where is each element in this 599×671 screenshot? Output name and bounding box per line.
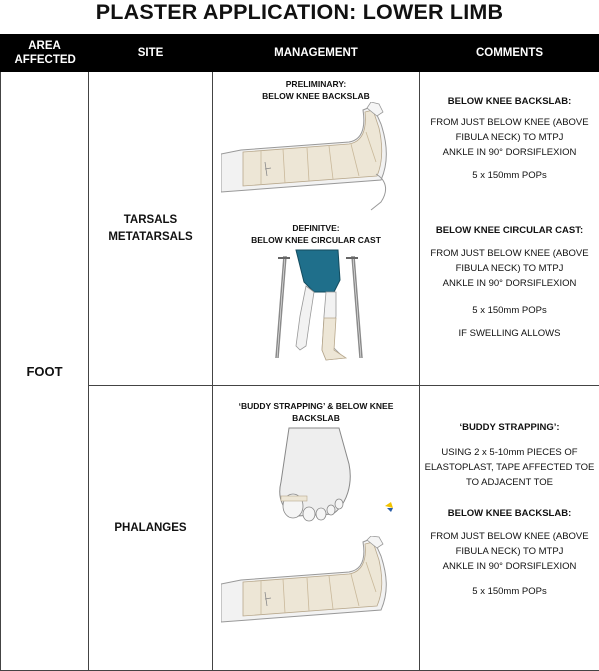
buddy-strapped-foot-illustration (279, 427, 393, 522)
table-row: FOOT TARSALS METATARSALS PRELIMINARY: BE… (0, 71, 599, 671)
comment-text: FROM JUST BELOW KNEE (ABOVE (430, 248, 589, 259)
comment-text: USING 2 x 5-10mm PIECES OF (441, 447, 578, 458)
comment-text: ANKLE IN 90° DORSIFLEXION (442, 278, 577, 289)
comment-text: FIBULA NECK) TO MTPJ (455, 263, 564, 274)
comment-text: 5 x 150mm POPs (472, 586, 547, 597)
management-heading-line: ‘BUDDY STRAPPING’ & BELOW KNEE (238, 401, 394, 411)
management-heading: PRELIMINARY: BELOW KNEE BACKSLAB (213, 72, 419, 102)
comment-heading: BELOW KNEE BACKSLAB: (447, 508, 572, 519)
management-heading: DEFINITVE: BELOW KNEE CIRCULAR CAST (213, 212, 419, 246)
table-row: PHALANGES ‘BUDDY STRAPPING’ & BELOW KNEE… (1, 385, 599, 671)
comment-text: FROM JUST BELOW KNEE (ABOVE (430, 117, 589, 128)
site-label: TARSALS (123, 213, 178, 226)
comments-cell: BELOW KNEE BACKSLAB: FROM JUST BELOW KNE… (419, 71, 599, 386)
comment-text: 5 x 150mm POPs (472, 305, 547, 316)
comment-heading: BELOW KNEE BACKSLAB: (447, 96, 572, 107)
backslab-leg-illustration (221, 536, 387, 623)
comment-text: TO ADJACENT TOE (466, 477, 553, 488)
comment-text: FROM JUST BELOW KNEE (ABOVE (430, 531, 589, 542)
table-header-row: AREA AFFECTED SITE MANAGEMENT COMMENTS (0, 34, 599, 72)
management-heading: ‘BUDDY STRAPPING’ & BELOW KNEE BACKSLAB (213, 386, 419, 424)
management-heading-line: BELOW KNEE CIRCULAR CAST (251, 235, 381, 245)
crutches-cast-illustration (275, 249, 363, 361)
comment-text: FIBULA NECK) TO MTPJ (455, 546, 564, 557)
header-area-affected: AREA AFFECTED (0, 34, 89, 72)
site-label: METATARSALS (108, 230, 193, 243)
area-cell: FOOT (0, 71, 89, 671)
comment-text: 5 x 150mm POPs (472, 170, 547, 181)
header-site: SITE (88, 34, 213, 72)
comment-text: FIBULA NECK) TO MTPJ (455, 132, 564, 143)
comments-cell: ‘BUDDY STRAPPING’: USING 2 x 5-10mm PIEC… (419, 385, 599, 671)
header-area-affected-label: AREA AFFECTED (14, 40, 76, 66)
comment-heading: ‘BUDDY STRAPPING’: (459, 422, 560, 433)
management-cell: ‘BUDDY STRAPPING’ & BELOW KNEE BACKSLAB (212, 385, 420, 671)
management-heading-line: BELOW KNEE BACKSLAB (262, 91, 370, 101)
site-cell: TARSALS METATARSALS (88, 71, 213, 386)
header-comments: COMMENTS (419, 34, 599, 72)
comment-text: ELASTOPLAST, TAPE AFFECTED TOE (424, 462, 595, 473)
plaster-table: AREA AFFECTED SITE MANAGEMENT COMMENTS F… (0, 34, 599, 671)
management-heading-line: DEFINITVE: (292, 223, 340, 233)
page-title: PLASTER APPLICATION: LOWER LIMB (95, 0, 504, 24)
comment-text: IF SWELLING ALLOWS (458, 328, 561, 339)
management-cell: PRELIMINARY: BELOW KNEE BACKSLAB DEFINIT… (212, 71, 420, 386)
site-cell: PHALANGES (88, 385, 213, 671)
comment-heading: BELOW KNEE CIRCULAR CAST: (435, 225, 584, 236)
header-management: MANAGEMENT (212, 34, 420, 72)
management-heading-line: PRELIMINARY: (285, 79, 347, 89)
comment-text: ANKLE IN 90° DORSIFLEXION (442, 561, 577, 572)
management-heading-line: BACKSLAB (292, 413, 340, 423)
comment-text: ANKLE IN 90° DORSIFLEXION (442, 147, 577, 158)
backslab-leg-illustration (221, 102, 387, 211)
site-label: PHALANGES (114, 521, 187, 534)
